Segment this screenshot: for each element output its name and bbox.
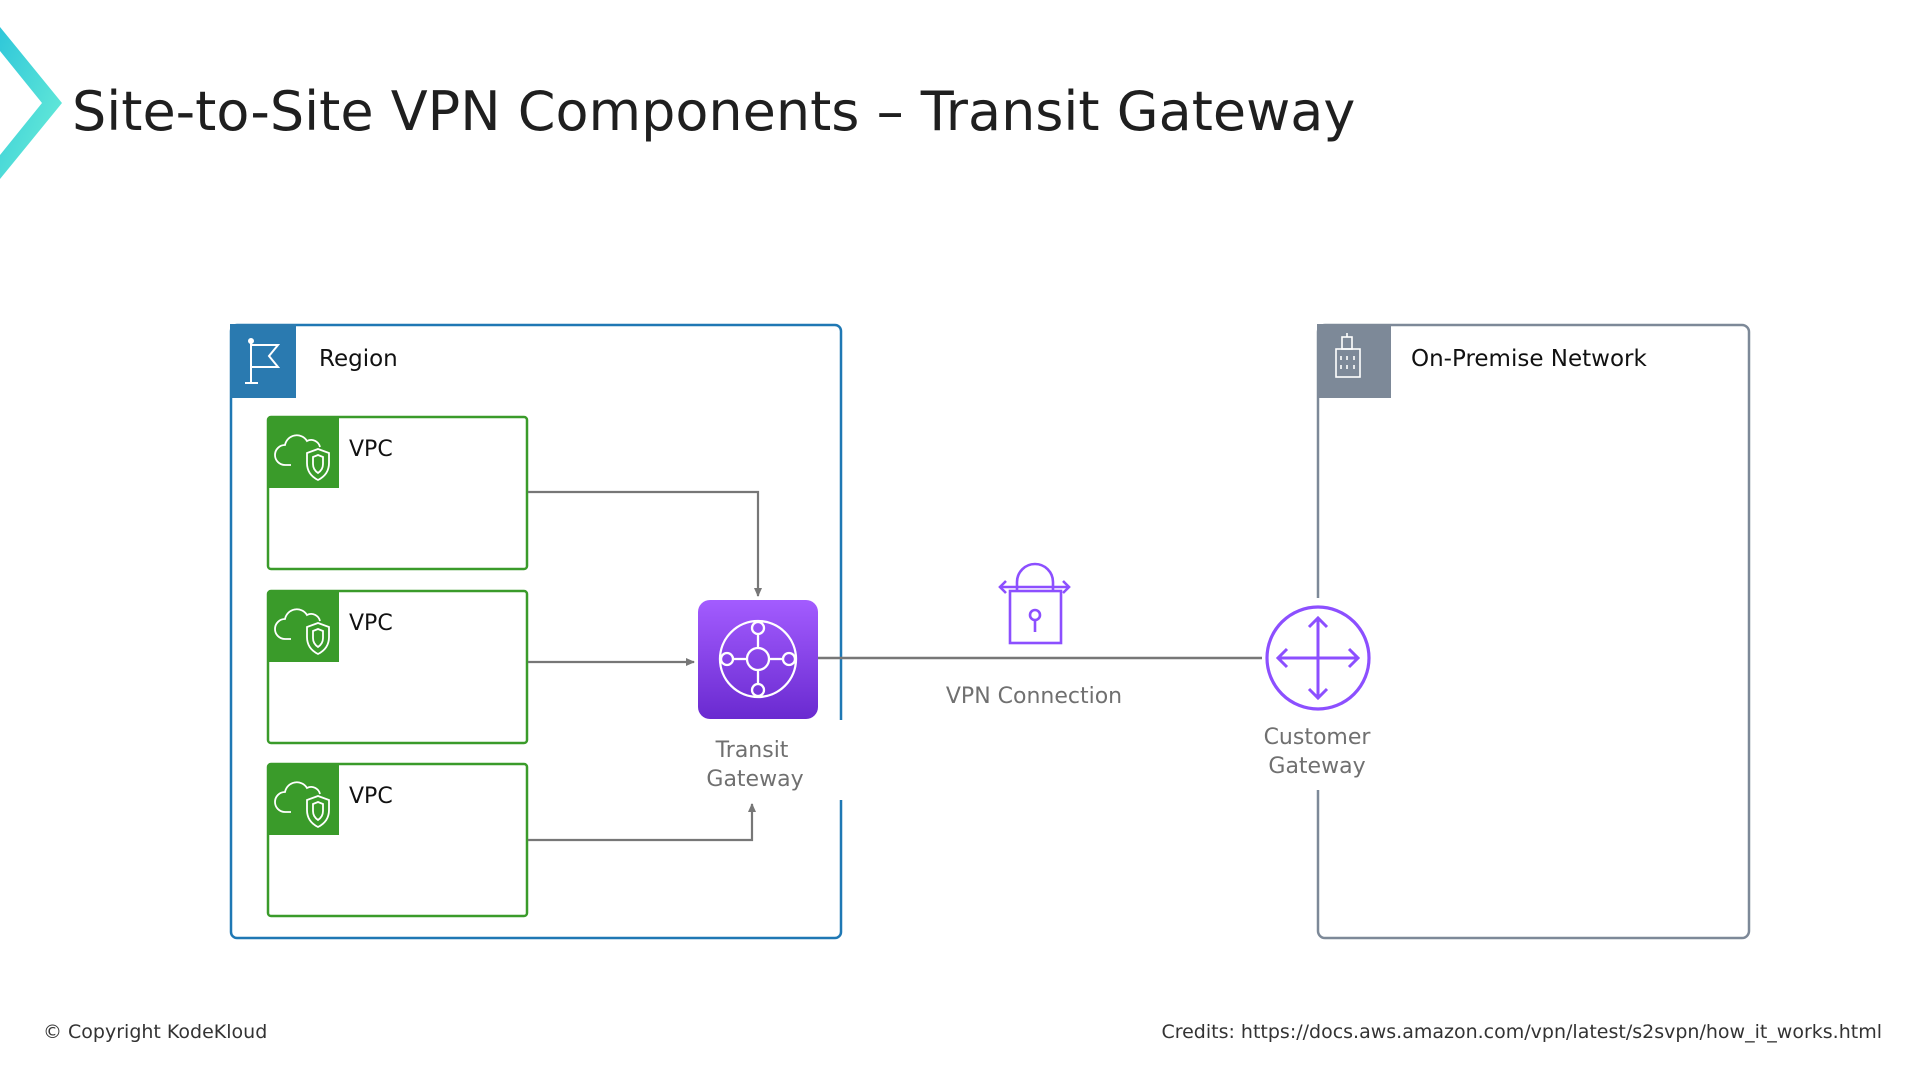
on-premise-header-badge: [1317, 324, 1391, 398]
vpc-label: VPC: [349, 784, 393, 809]
vpc-label: VPC: [349, 437, 393, 462]
region-label: Region: [319, 346, 398, 372]
credits-text: Credits: https://docs.aws.amazon.com/vpn…: [1161, 1021, 1882, 1043]
router-arrows-icon: [1275, 615, 1361, 701]
transit-gateway-label-line1: Transit: [715, 738, 789, 763]
transit-gateway[interactable]: Transit Gateway: [698, 600, 818, 792]
customer-gateway-label-line2: Gateway: [1268, 754, 1365, 779]
vpc-cloud-shield-icon: [274, 608, 330, 656]
transit-gateway-label-line2: Gateway: [706, 767, 803, 792]
copyright-text: © Copyright KodeKloud: [43, 1021, 268, 1043]
vpc-cloud-shield-icon: [274, 434, 330, 482]
kodekloud-logo-chevron: [0, 27, 62, 179]
customer-gateway[interactable]: Customer Gateway: [1264, 605, 1372, 779]
connector-vpc1-tgw: [528, 490, 762, 597]
customer-gateway-label-line1: Customer: [1264, 725, 1372, 750]
region-header-badge: [230, 324, 296, 398]
transit-gateway-icon: [718, 619, 798, 699]
vpc-group-3: VPC: [266, 762, 529, 918]
page-title: Site-to-Site VPN Components – Transit Ga…: [72, 80, 1356, 143]
vpc-label: VPC: [349, 611, 393, 636]
on-premise-group: On-Premise Network: [1316, 323, 1751, 940]
vpc-group-2: VPC: [266, 589, 529, 745]
vpn-lock-icon: [998, 562, 1071, 645]
on-premise-label: On-Premise Network: [1411, 346, 1647, 372]
connector-vpc3-tgw: [528, 803, 756, 842]
vpn-connection-label: VPN Connection: [946, 684, 1122, 709]
vpc-group-1: VPC: [266, 415, 529, 571]
building-icon: [1335, 333, 1361, 378]
vpc-cloud-shield-icon: [274, 781, 330, 829]
flag-icon: [245, 338, 281, 384]
